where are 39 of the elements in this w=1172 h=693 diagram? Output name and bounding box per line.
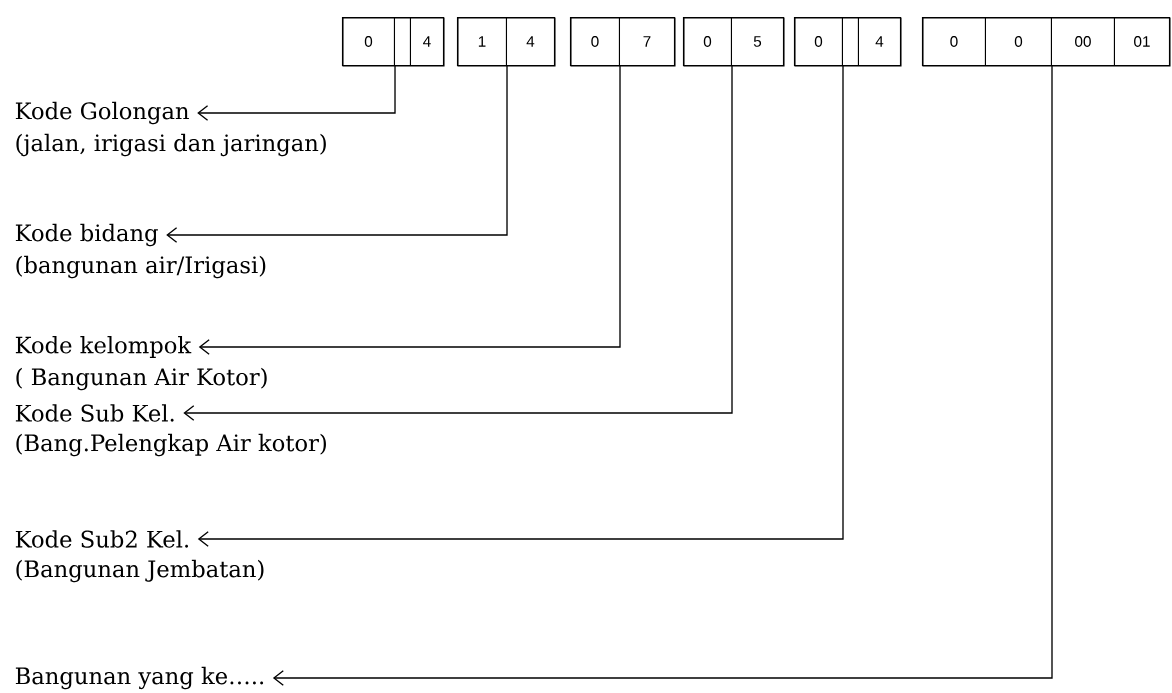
digit-cell: 0 [682, 16, 732, 66]
digit-cell: 0 [569, 16, 620, 66]
arrow [183, 65, 733, 421]
digit-cell: 4 [505, 16, 555, 66]
arrow [272, 65, 1053, 686]
description-text: ( Bangunan Air Kotor) [16, 367, 267, 391]
description-text: (Bang.Pelengkap Air kotor) [16, 433, 326, 457]
digit-cell: 4 [857, 16, 901, 66]
digit-cell: 0 [984, 16, 1052, 66]
digit-cell: 1 [456, 16, 507, 66]
arrow [166, 65, 508, 243]
digit-cell: 4 [409, 16, 444, 66]
digit-cell: 0 [921, 16, 986, 66]
description-text: (bangunan air/Irigasi) [16, 255, 266, 279]
arrow [197, 65, 396, 121]
code-group-box [922, 17, 1171, 67]
code-group-box [683, 17, 785, 67]
digit-cell: 01 [1113, 16, 1170, 66]
digit-cell: 0 [793, 16, 843, 66]
digit-cell: 5 [730, 16, 784, 66]
code-label: Kode Sub Kel. [15, 404, 174, 422]
description-text: (Bangunan Jembatan) [16, 559, 264, 583]
empty-cell [841, 16, 859, 66]
code-label: Bangunan yang ke….. [15, 666, 264, 690]
code-group-box [794, 17, 902, 67]
description-text: (jalan, irigasi dan jaringan) [16, 133, 326, 157]
code-label: Kode bidang [15, 223, 158, 247]
digit-cell: 7 [618, 16, 675, 66]
arrow [198, 65, 621, 355]
code-label: Kode Sub2 Kel. [15, 530, 189, 548]
digit-cell: 0 [341, 16, 395, 66]
digit-cell: 00 [1050, 16, 1115, 66]
empty-cell [393, 16, 411, 66]
code-group-box [342, 17, 445, 67]
code-label: Kode kelompok [15, 336, 192, 358]
code-group-box [570, 17, 676, 67]
arrow [197, 65, 844, 547]
code-label: Kode Golongan [15, 101, 189, 125]
code-group-box [457, 17, 556, 67]
